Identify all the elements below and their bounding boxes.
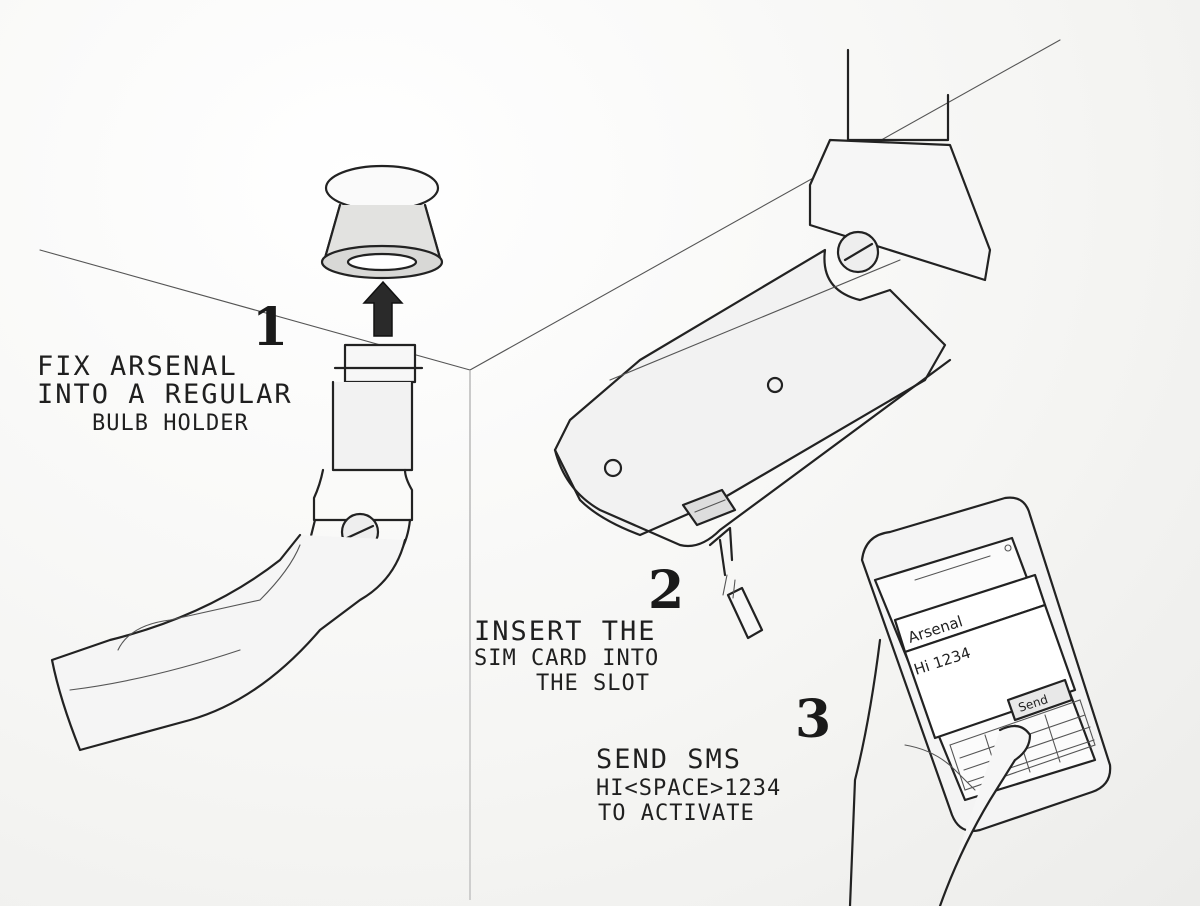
up-arrow-icon: [364, 282, 402, 336]
step-3-line-2: HI<SPACE>1234: [596, 776, 781, 801]
sim-card-icon: [710, 528, 762, 638]
step-3-number: 3: [795, 689, 831, 750]
smartphone-icon: [850, 498, 1110, 906]
step-2-line-2: SIM CARD INTO: [474, 646, 659, 671]
step-1-line-3: BULB HOLDER: [92, 411, 249, 436]
step-2-line-3: THE SLOT: [536, 671, 650, 696]
step-3-line-1: SEND SMS: [596, 744, 742, 775]
step-1-line-1: FIX ARSENAL: [37, 351, 238, 382]
step-2-line-1: INSERT THE: [474, 616, 657, 647]
bulb-socket: [322, 166, 442, 278]
step-3-line-3: TO ACTIVATE: [598, 801, 755, 826]
step-2-number: 2: [648, 560, 684, 621]
step-1-number: 1: [252, 297, 288, 358]
step-1-line-2: INTO A REGULAR: [37, 379, 293, 410]
device-arm-right: [555, 50, 990, 546]
